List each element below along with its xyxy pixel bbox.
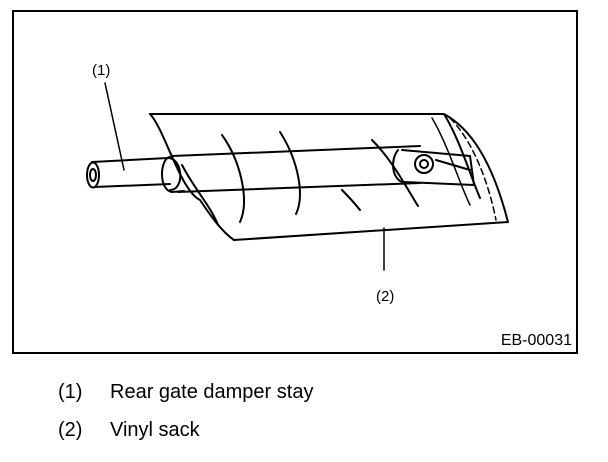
legend-number: (1) — [58, 381, 83, 403]
legend-text: Vinyl sack — [110, 419, 200, 441]
legend-text: Rear gate damper stay — [110, 381, 314, 403]
damper-cylinder — [161, 145, 475, 193]
legend: (1) Rear gate damper stay (2) Vinyl sack — [58, 382, 313, 458]
callout-1: (1) — [92, 62, 111, 79]
figure-frame — [12, 10, 578, 354]
legend-item: (1) Rear gate damper stay — [58, 382, 313, 420]
figure-code: EB-00031 — [500, 332, 572, 349]
legend-number: (2) — [58, 419, 83, 441]
callout-2: (2) — [376, 288, 395, 305]
legend-item: (2) Vinyl sack — [58, 420, 313, 458]
vinyl-sack — [104, 82, 509, 271]
damper-rod — [86, 157, 171, 189]
